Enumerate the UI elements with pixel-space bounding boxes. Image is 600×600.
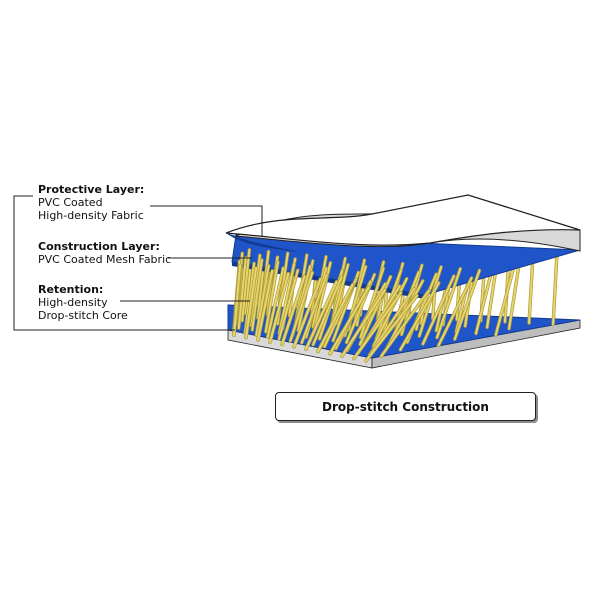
thread [304, 280, 338, 351]
thread [266, 267, 285, 338]
thread [251, 258, 263, 331]
retention-heading: Retention: [38, 283, 104, 296]
protective-layer-heading: Protective Layer: [38, 183, 145, 196]
construction-layer-line1: PVC Coated Mesh Fabric [38, 253, 172, 266]
protective-sheet-top [225, 194, 581, 246]
thread [232, 264, 242, 337]
thread [280, 275, 306, 346]
retention-line1: High-density [38, 296, 108, 309]
protective-layer-line2: High-density Fabric [38, 209, 144, 222]
callout-bracket [13, 195, 235, 331]
thread [385, 279, 424, 349]
thread [241, 248, 251, 322]
thread [237, 256, 247, 330]
caption-text: Drop-stitch Construction [322, 399, 489, 414]
thread [421, 275, 455, 345]
protective-layer-line1: PVC Coated [38, 196, 103, 209]
thread [359, 267, 385, 339]
thread [368, 287, 416, 356]
protective-layer-sheet [225, 194, 581, 252]
thread [380, 289, 430, 358]
thread [255, 264, 270, 337]
drop-stitch-threads-front [231, 248, 482, 363]
thread [494, 264, 516, 336]
thread [418, 266, 443, 338]
thread [352, 291, 402, 360]
thread [328, 286, 370, 355]
thread [278, 269, 299, 340]
thread [340, 289, 386, 358]
thread [264, 261, 279, 333]
thread [289, 271, 314, 342]
thread [436, 267, 462, 339]
thread [244, 267, 258, 339]
thread [256, 269, 274, 341]
thread [552, 251, 559, 326]
callout-lines [13, 195, 263, 331]
thread [508, 257, 522, 330]
thread [359, 275, 392, 346]
thread [453, 269, 481, 341]
thread [278, 263, 296, 335]
thread [316, 283, 354, 353]
thread [372, 277, 408, 348]
thread [364, 294, 419, 362]
thread [292, 278, 322, 348]
thread [437, 276, 473, 347]
construction-layer-heading: Construction Layer: [38, 240, 160, 253]
callout-protective [150, 205, 263, 236]
thread [300, 273, 328, 344]
caption-box: Drop-stitch Construction [275, 392, 536, 421]
thread [399, 281, 440, 351]
retention-line2: Drop-stitch Core [38, 309, 128, 322]
thread [312, 276, 343, 346]
thread [268, 272, 290, 344]
